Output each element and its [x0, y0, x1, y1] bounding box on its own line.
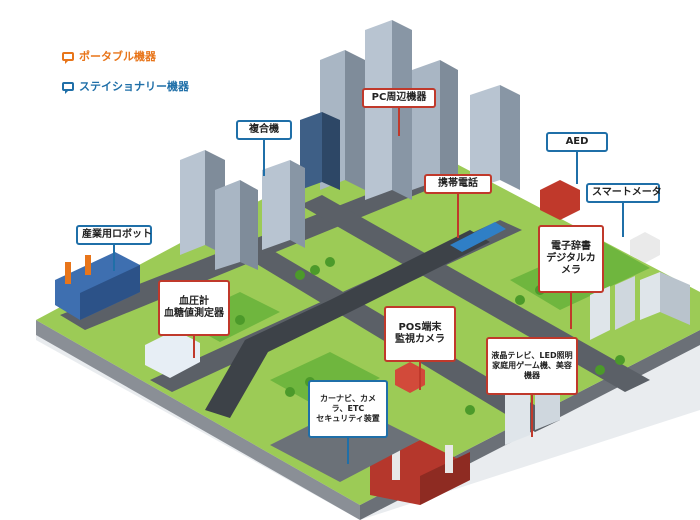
hospital — [145, 330, 200, 378]
label-text: 電子辞書 デジタルカメラ — [546, 241, 596, 276]
label-text: AED — [565, 136, 589, 147]
power-plant — [370, 440, 470, 505]
legend-stationary: ステイショナリー機器 — [62, 78, 189, 94]
label-text: POS端末 監視カメラ — [395, 322, 445, 345]
skyscraper-cluster — [300, 20, 520, 200]
label-text: 携帯電話 — [438, 178, 478, 189]
label-text: 複合機 — [249, 124, 279, 135]
label-multifunction: 複合機 — [236, 120, 292, 176]
aed-building — [540, 180, 580, 220]
legend-portable: ポータブル機器 — [62, 48, 156, 64]
label-text: PC周辺機器 — [371, 92, 427, 103]
label-pc-peripherals: PC周辺機器 — [362, 88, 436, 136]
label-electronic-dictionary: 電子辞書 デジタルカメラ — [538, 225, 604, 329]
house-smart — [630, 232, 660, 263]
label-text: カーナビ、カメラ、ETC セキュリティ装置 — [316, 394, 380, 423]
label-blood-pressure: 血圧計 血糖値測定器 — [158, 280, 230, 358]
label-text: 産業用ロボット — [82, 229, 152, 240]
callout-stem — [193, 334, 195, 358]
callout-stem — [457, 192, 459, 238]
label-car-navigation: カーナビ、カメラ、ETC セキュリティ装置 — [308, 380, 388, 464]
callout-stem — [263, 138, 265, 176]
callout-stem — [398, 106, 400, 136]
label-industrial-robot: 産業用ロボット — [76, 225, 152, 271]
speech-bubble-icon — [62, 51, 74, 64]
factory-block — [55, 252, 140, 320]
store-pos — [395, 362, 425, 393]
label-aed: AED — [546, 132, 608, 184]
callout-stem — [622, 201, 624, 237]
office-towers-west — [180, 150, 305, 270]
label-smart-meter: スマートメータ — [586, 183, 662, 237]
elevated-rail — [205, 230, 490, 418]
label-text: 液晶テレビ、LED照明 家庭用ゲーム機、美容機器 — [491, 351, 573, 380]
callout-stem — [570, 291, 572, 329]
speech-bubble-icon — [62, 81, 74, 94]
legend-stationary-label: ステイショナリー機器 — [79, 80, 189, 93]
callout-stem — [531, 393, 533, 437]
label-pos-terminal: POS端末 監視カメラ — [384, 306, 456, 390]
label-text: 血圧計 血糖値測定器 — [164, 296, 224, 319]
label-text: スマートメータ — [592, 187, 662, 198]
label-lcd-tv: 液晶テレビ、LED照明 家庭用ゲーム機、美容機器 — [486, 337, 578, 437]
callout-stem — [419, 360, 421, 390]
callout-stem — [347, 436, 349, 464]
callout-stem — [113, 243, 115, 271]
legend-portable-label: ポータブル機器 — [79, 50, 156, 63]
train — [450, 222, 506, 252]
callout-stem — [576, 150, 578, 184]
label-mobile-phone: 携帯電話 — [424, 174, 492, 238]
base-side-left — [36, 320, 360, 520]
